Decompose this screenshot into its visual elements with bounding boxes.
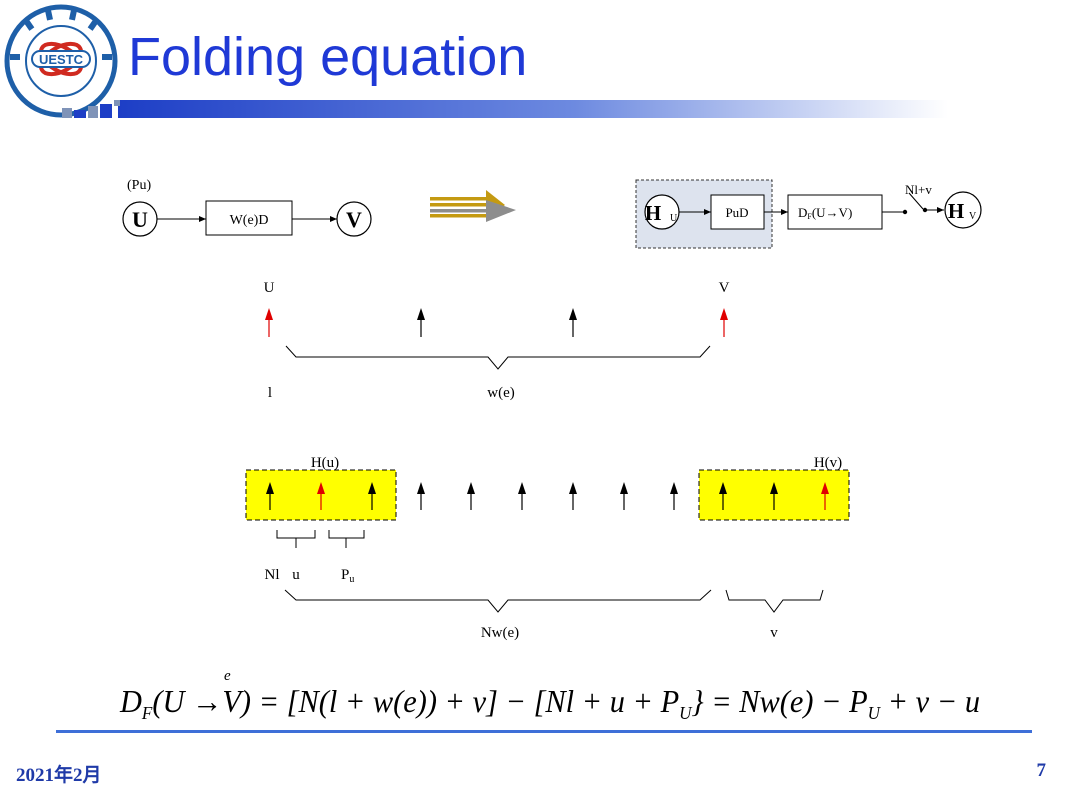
mid-v-label: V [719,280,730,296]
symbol-arrow [417,482,425,510]
equation-arrow-label: e [224,668,231,684]
df-box [787,194,883,230]
symbol-arrow [467,482,475,510]
mid-u-label: U [264,280,275,296]
switch-label: Nl+v [905,182,932,197]
hv-label: H(v) [814,455,842,471]
logo-ring-script [10,9,112,60]
title-banner [118,100,948,118]
logo-year: 1966 [50,96,73,108]
wed-box [205,200,293,236]
symbol-arrow [569,482,577,510]
banner-squares [62,100,120,118]
university-logo: UESTC 1966 [4,4,118,118]
hu-window [245,469,397,521]
hv-node [944,191,982,229]
u-label: u [292,567,300,583]
mid-span-brace [285,345,711,370]
symbol-arrow [266,482,274,510]
symbol-arrow [368,482,376,510]
slide-title: Folding equation [128,27,528,87]
df-box-label: DF(U→V) [798,205,852,221]
v-span-brace [725,589,824,613]
pud-box [710,194,765,230]
mid-arrow-v [720,308,728,337]
logo-emblem-loop [39,41,83,77]
logo-text-band [31,50,91,68]
symbol-arrow [770,482,778,510]
symbol-arrow [620,482,628,510]
symbol-arrow-u [317,482,325,510]
hv-node-subscript: V [969,211,977,222]
bracket-nl-u [276,530,316,539]
footer-rule [56,730,1032,733]
mid-we-label: w(e) [487,385,514,401]
mid-arrow [569,308,577,337]
nl-label: Nl [265,567,280,583]
pu-label: (Pu) [127,178,151,193]
equation-text: DF(U →V) = [N(l + w(e)) + v] − [Nl + u +… [119,683,980,723]
logo-emblem-loop [39,41,83,77]
symbol-arrow [518,482,526,510]
footer-date: 2021年2月 [16,765,102,786]
mid-arrow-u [265,308,273,337]
hu-label: H(u) [311,455,339,471]
mid-l-label: l [268,385,272,401]
wed-box-label: W(e)D [230,213,269,228]
hv-node-label: H [948,199,964,223]
symbol-arrow-v [821,482,829,510]
v-node-label: V [346,207,362,232]
hu-node-label: H [645,201,661,225]
symbol-arrow [670,482,678,510]
hu-node-subscript: U [670,213,678,224]
v-node [336,201,372,237]
transform-arrow [430,190,516,222]
pud-box-label: PuD [725,205,748,220]
switch-contact [922,207,928,213]
bracket-pu [328,530,365,539]
logo-text: UESTC [39,52,84,67]
u-node-label: U [132,207,148,232]
pu-symbol-label: Pu [341,567,354,585]
switch-lever [908,192,924,210]
page-number: 7 [1036,760,1047,781]
folding-equation: e DF(U →V) = [N(l + w(e)) + v] − [Nl + u… [119,668,980,723]
switch-contact [902,209,908,215]
v-span-label: v [770,625,778,641]
nwe-label: Nw(e) [481,625,519,641]
nwe-span-brace [284,589,712,613]
mid-arrow [417,308,425,337]
symbol-arrow [719,482,727,510]
